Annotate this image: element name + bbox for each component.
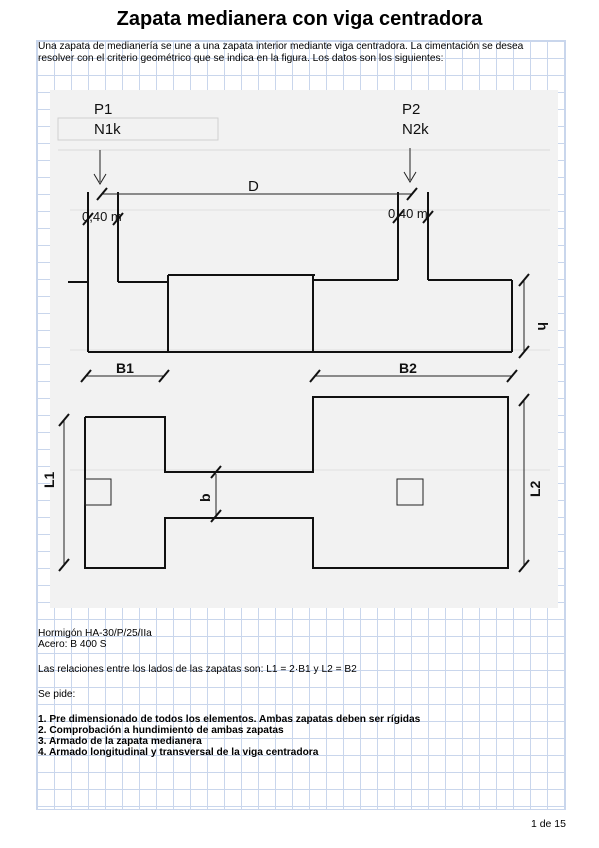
label-l2: L2: [527, 480, 543, 497]
label-l1: L1: [41, 471, 57, 488]
page-title: Zapata medianera con viga centradora: [116, 8, 483, 30]
label-dim-left: 0,40 m: [82, 209, 122, 224]
figure-photo: P1 N1k P2 N2k D 0,40 m 0,40 m h B1 B2 L1…: [41, 90, 558, 608]
label-b: b: [197, 493, 213, 502]
relations-text: Las relaciones entre los lados de las za…: [38, 664, 357, 675]
label-b2: B2: [399, 360, 417, 376]
task-item: 2. Comprobación a hundimiento de ambas z…: [38, 725, 284, 736]
task-item: 4. Armado longitudinal y transversal de …: [38, 747, 319, 758]
label-h: h: [535, 322, 551, 331]
label-p1: P1: [94, 101, 112, 118]
page-number: 1 de 15: [530, 818, 566, 830]
elevation-view: [68, 148, 530, 383]
concrete-spec: Hormigón HA-30/P/25/IIa: [38, 628, 152, 639]
label-b1: B1: [116, 360, 134, 376]
steel-spec: Acero: B 400 S: [38, 639, 107, 650]
task-item: 3. Armado de la zapata medianera: [38, 736, 202, 747]
show-through-texture: [50, 90, 558, 608]
plan-view: [58, 393, 530, 573]
label-n2: N2k: [402, 121, 429, 138]
label-d: D: [248, 178, 259, 195]
label-p2: P2: [402, 101, 420, 118]
label-dim-right: 0,40 m: [388, 206, 428, 221]
asks-label: Se pide:: [38, 689, 76, 700]
intro-paragraph: Una zapata de medianería se une a una za…: [38, 41, 524, 64]
task-item: 1. Pre dimensionado de todos los element…: [38, 714, 421, 725]
label-n1: N1k: [94, 121, 121, 138]
